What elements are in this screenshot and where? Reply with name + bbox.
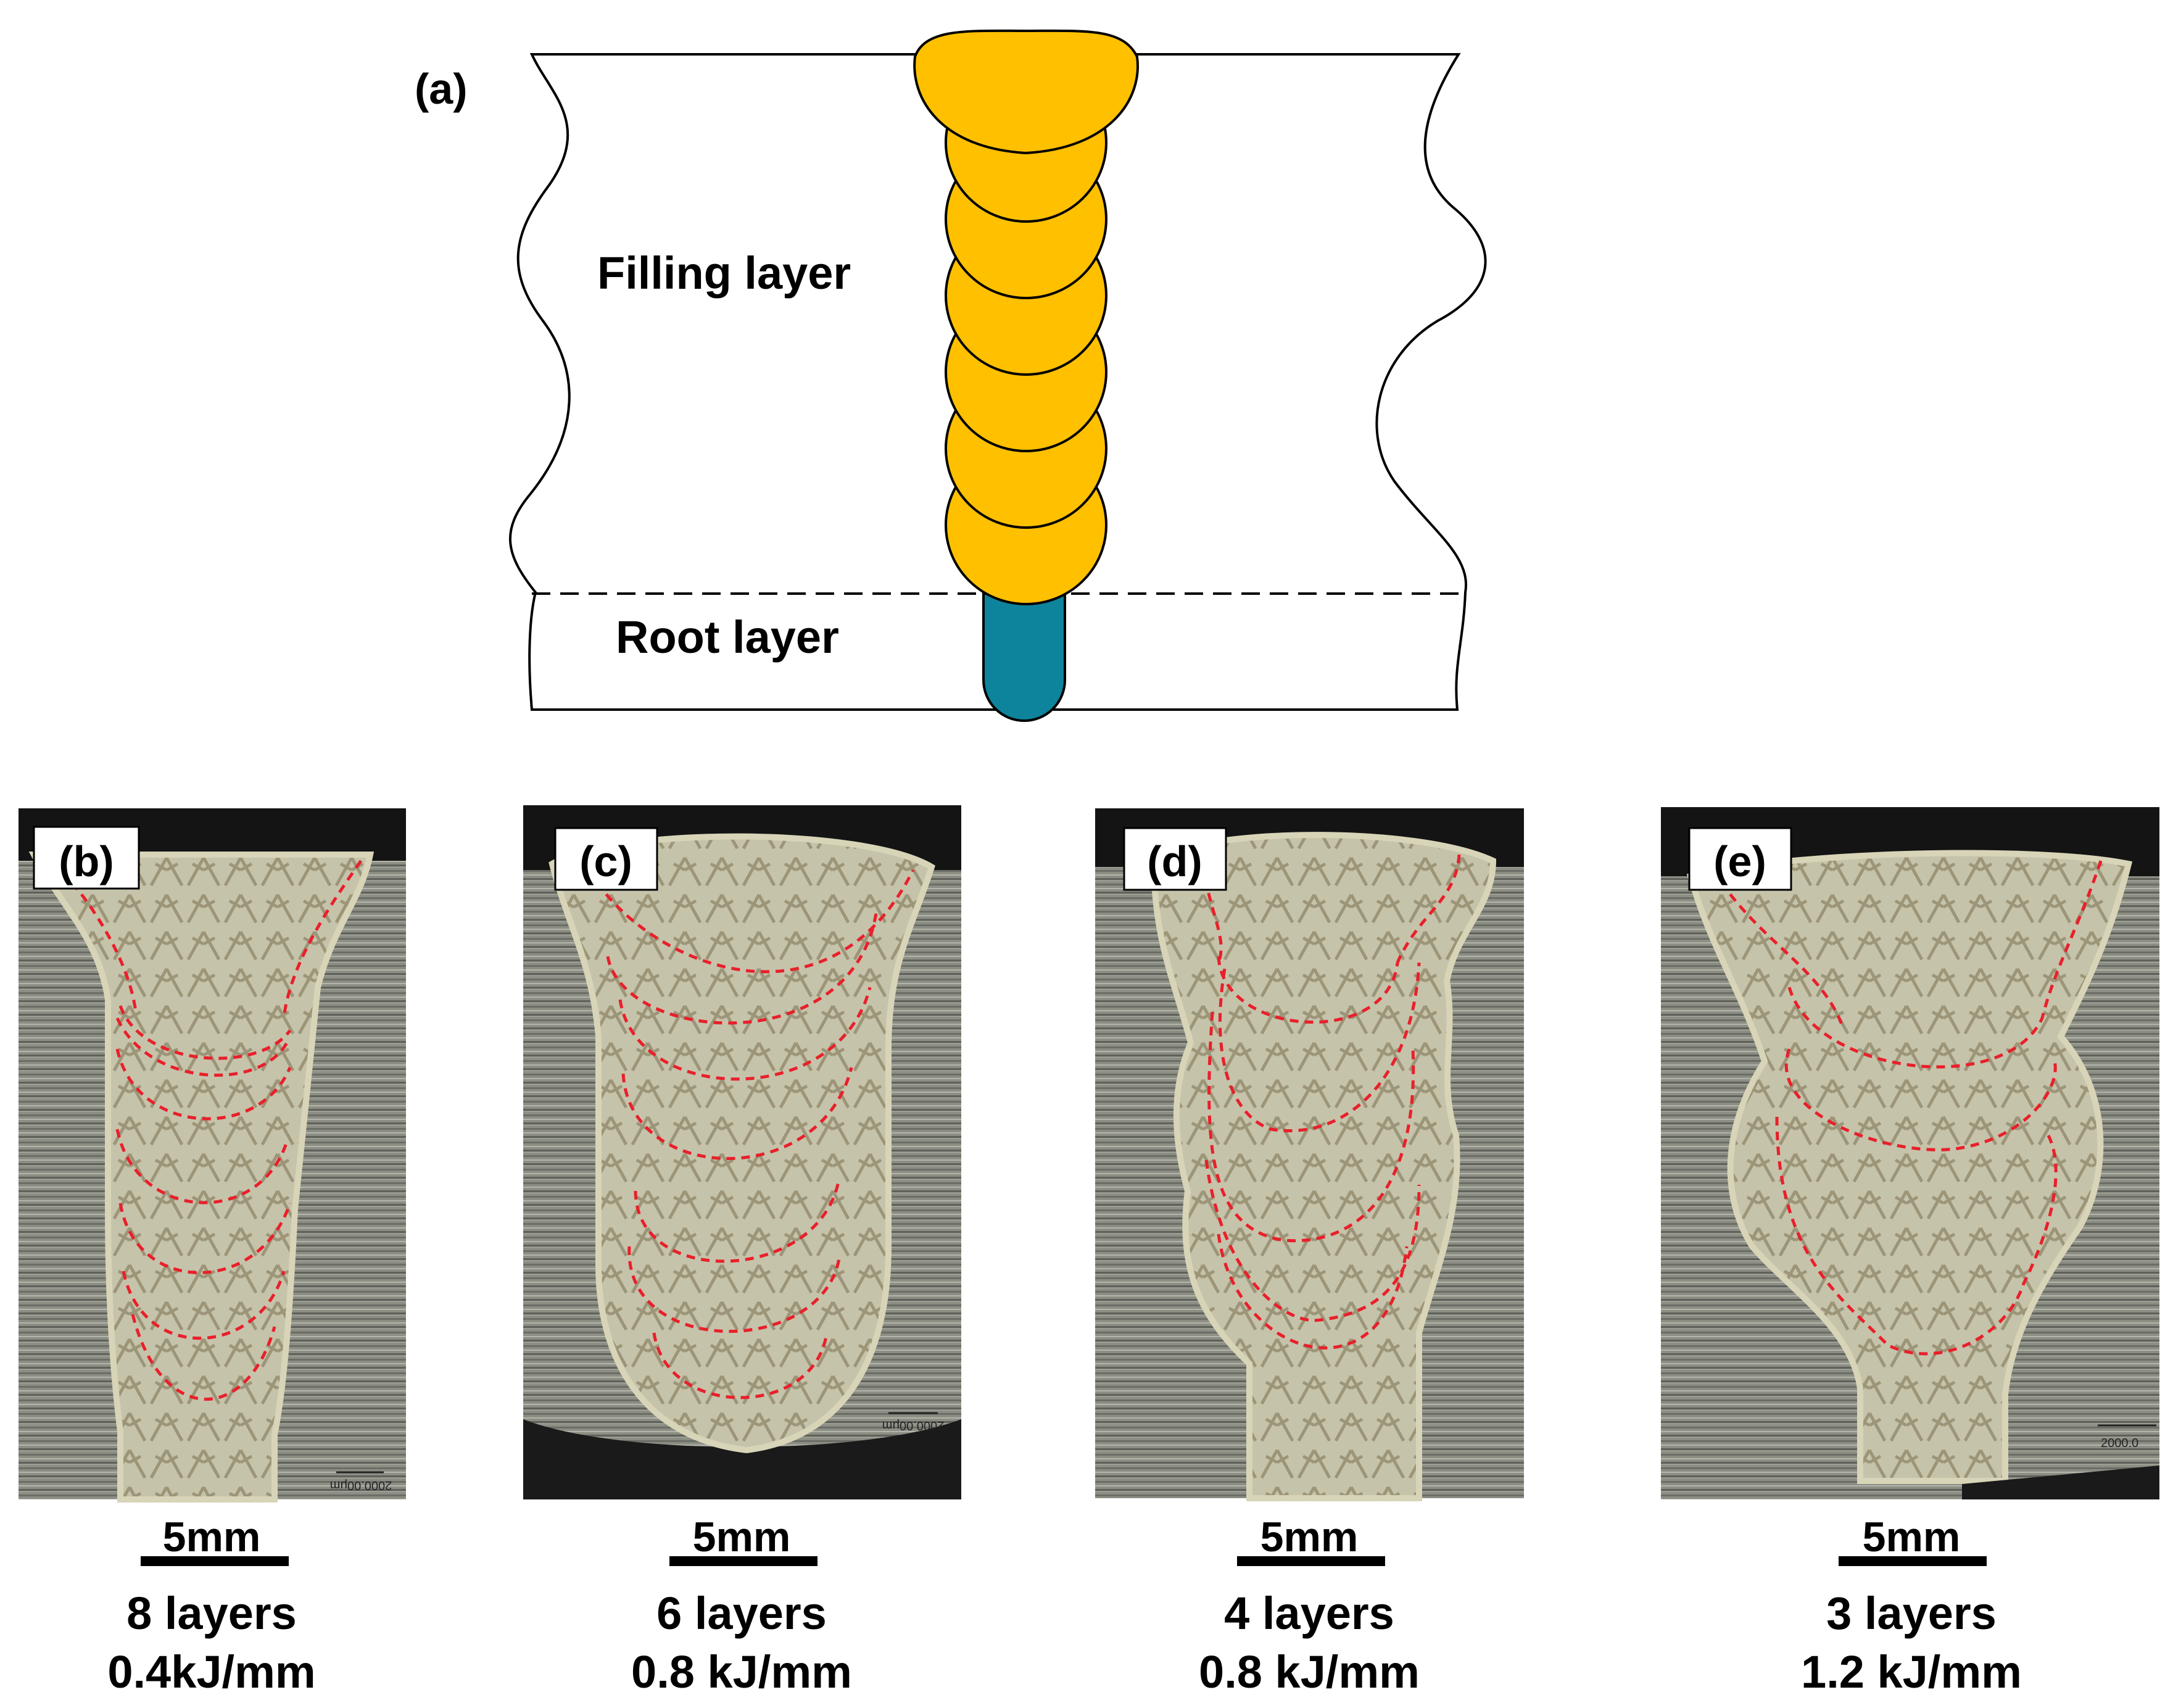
schematic-panel: (a) Filling layer Root layer — [415, 29, 1487, 722]
scale-bar-c — [669, 1556, 817, 1566]
label-box-c — [554, 827, 658, 891]
layers-d: 4 layers — [1224, 1588, 1394, 1639]
label-box-b — [33, 826, 140, 890]
heat-input-c: 0.8 kJ/mm — [631, 1646, 852, 1698]
panel-label-c: (c) — [579, 837, 632, 885]
panel-label-a: (a) — [415, 65, 468, 113]
micro-scale-label-c: 2000.00μm — [882, 1419, 944, 1432]
macro-section-b: (b) 2000.00μm — [19, 808, 406, 1503]
panel-label-b: (b) — [59, 837, 114, 885]
bottom-background-e — [1962, 1465, 2159, 1499]
scale-label-d: 5mm — [1260, 1514, 1359, 1561]
weld-zone-e — [1686, 850, 2133, 1484]
caption-b: 5mm 8 layers 0.4kJ/mm — [107, 1514, 315, 1698]
micro-scale-label-e: 2000.0 — [2101, 1436, 2138, 1450]
heat-input-e: 1.2 kJ/mm — [1801, 1646, 2022, 1698]
layers-c: 6 layers — [656, 1588, 827, 1639]
label-box-d — [1123, 827, 1227, 891]
fusion-lines-d — [1201, 854, 1461, 1349]
captions: 5mm 8 layers 0.4kJ/mm 5mm 6 layers 0.8 k… — [107, 1514, 2022, 1698]
fusion-lines-b — [51, 860, 363, 1401]
scale-label-c: 5mm — [693, 1514, 791, 1561]
caption-d: 5mm 4 layers 0.8 kJ/mm — [1199, 1514, 1420, 1698]
heat-input-b: 0.4kJ/mm — [107, 1646, 315, 1698]
fusion-lines-c — [587, 869, 915, 1399]
heat-input-d: 0.8 kJ/mm — [1199, 1646, 1420, 1698]
micro-scale-label-b: 2000.00μm — [330, 1478, 392, 1492]
cap-pass — [913, 29, 1139, 155]
weld-zone-c — [548, 833, 935, 1454]
scale-label-e: 5mm — [1863, 1514, 1961, 1561]
filling-passes — [945, 62, 1107, 605]
caption-c: 5mm 6 layers 0.8 kJ/mm — [631, 1514, 852, 1698]
scale-bar-e — [1839, 1556, 1987, 1566]
scale-label-b: 5mm — [163, 1514, 261, 1561]
macro-section-d: (d) — [1095, 808, 1524, 1501]
panel-label-e: (e) — [1713, 837, 1766, 885]
macro-section-e: (e) 2000.0 — [1661, 807, 2159, 1499]
root-pass — [982, 592, 1066, 722]
panel-label-d: (d) — [1147, 837, 1202, 885]
caption-e: 5mm 3 layers 1.2 kJ/mm — [1801, 1514, 2022, 1698]
filling-layer-label: Filling layer — [597, 247, 851, 299]
root-layer-label: Root layer — [616, 611, 839, 663]
weld-zone-d — [1150, 832, 1497, 1501]
scale-bar-b — [141, 1556, 289, 1566]
bottom-background-c — [523, 1419, 961, 1499]
label-box-e — [1688, 827, 1792, 891]
fusion-lines-e — [1720, 860, 2103, 1356]
scale-bar-d — [1237, 1556, 1385, 1566]
layers-b: 8 layers — [126, 1588, 297, 1639]
layers-e: 3 layers — [1826, 1588, 1997, 1639]
macro-section-c: (c) 2000.00μm — [523, 805, 961, 1499]
weld-zone-b — [28, 852, 375, 1503]
